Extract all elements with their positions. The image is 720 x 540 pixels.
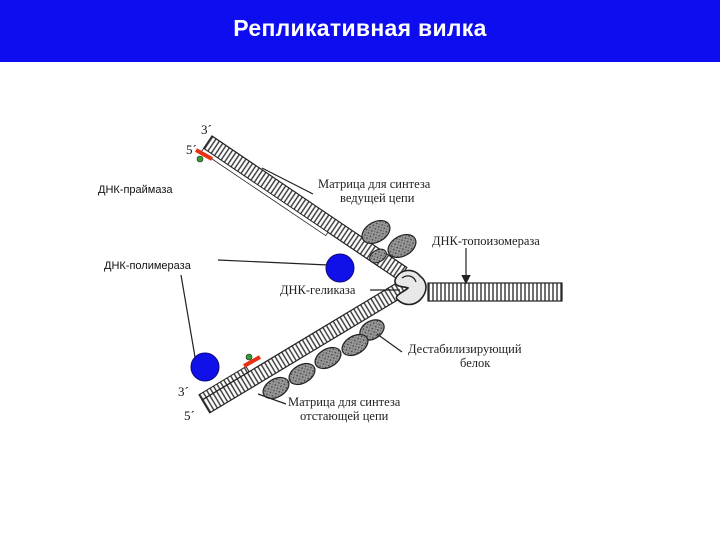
end-label-3-top: 3´ xyxy=(201,122,212,137)
lagging-template-strand xyxy=(198,278,412,414)
slide-title: Репликативная вилка xyxy=(233,15,487,41)
leading-template-strand xyxy=(200,135,408,281)
leading-strand-proteins xyxy=(361,219,417,264)
slide-header xyxy=(0,0,720,62)
primase-dot-lower xyxy=(245,353,253,361)
polymerase-leading xyxy=(325,253,355,283)
label-leading-template-2: ведущей цепи xyxy=(340,191,415,205)
helicase-protein xyxy=(394,269,427,306)
label-ssb-1: Дестабилизирующий xyxy=(408,342,522,356)
bottom-primer xyxy=(243,353,261,368)
top-primer xyxy=(195,148,213,163)
label-helicase: ДНК-геликаза xyxy=(280,283,356,297)
label-lagging-template-1: Матрица для синтеза xyxy=(288,395,401,409)
primase-dot xyxy=(196,155,204,163)
end-label-5-top: 5´ xyxy=(186,142,197,157)
label-polymerase: ДНК-полимераза xyxy=(104,260,192,272)
label-pointers xyxy=(180,167,471,405)
label-topoisomerase: ДНК-топоизомераза xyxy=(432,234,540,248)
label-lagging-template-2: отстающей цепи xyxy=(300,409,389,423)
polymerase-lagging xyxy=(190,352,220,382)
label-leading-template-1: Матрица для синтеза xyxy=(318,177,431,191)
end-label-3-bottom: 3´ xyxy=(178,384,189,399)
end-label-5-bottom: 5´ xyxy=(184,408,195,423)
label-ssb-2: белок xyxy=(460,356,491,370)
label-primase: ДНК-праймаза xyxy=(98,184,173,196)
parental-dna-duplex xyxy=(427,282,563,302)
